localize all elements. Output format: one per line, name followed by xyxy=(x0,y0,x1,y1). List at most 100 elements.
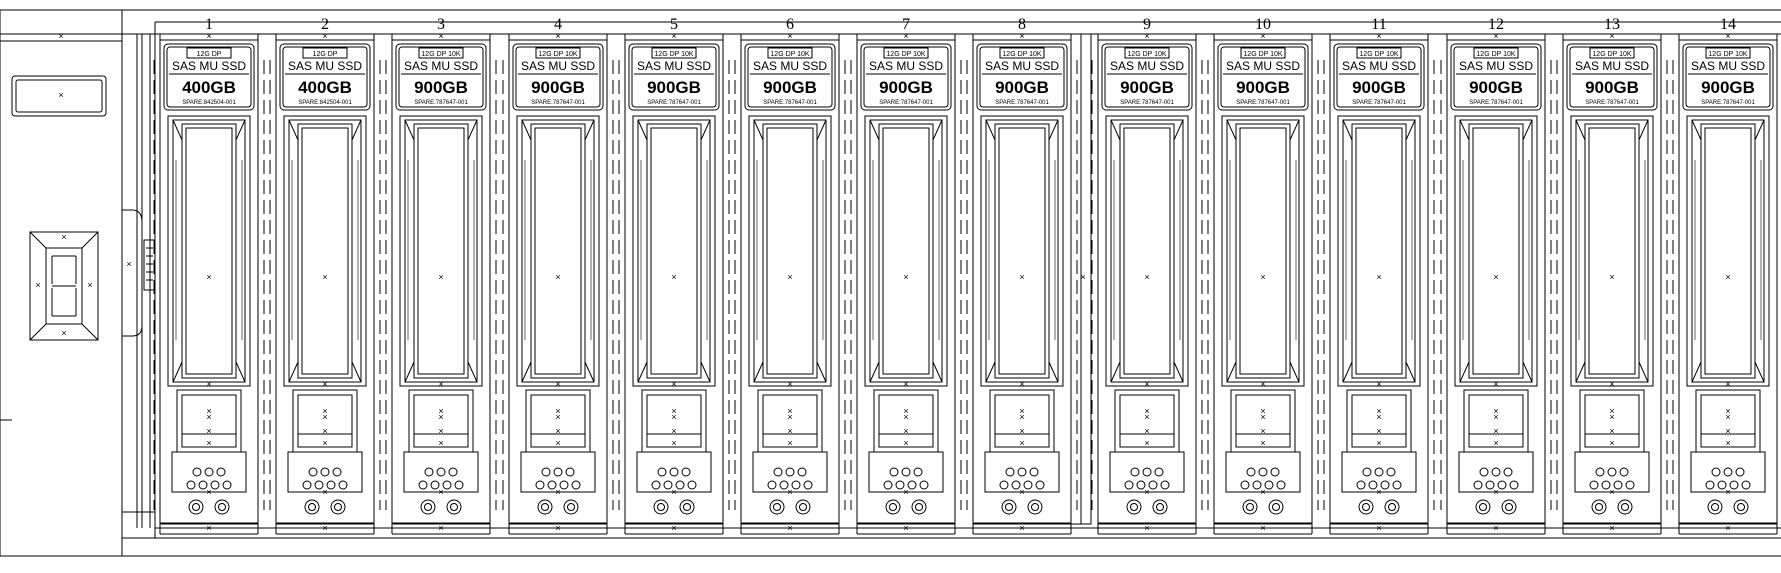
drive-carrier[interactable] xyxy=(1213,33,1313,525)
led-marker: × xyxy=(1376,426,1382,436)
thumb-screw[interactable] xyxy=(420,499,436,515)
drive-handle[interactable] xyxy=(1454,115,1538,387)
thumb-screw[interactable] xyxy=(1591,499,1607,515)
thumb-screw[interactable] xyxy=(1475,499,1491,515)
drive-carrier[interactable] xyxy=(856,33,956,525)
drive-handle[interactable] xyxy=(1570,115,1654,387)
drive-carrier[interactable] xyxy=(1329,33,1429,525)
drive-handle[interactable] xyxy=(1221,115,1305,387)
release-dimple xyxy=(1130,467,1140,477)
thumb-screw[interactable] xyxy=(304,499,320,515)
drive-handle[interactable] xyxy=(516,115,600,387)
thumb-screw[interactable] xyxy=(769,499,785,515)
thumb-screw-center xyxy=(1388,503,1396,511)
thumb-screw[interactable] xyxy=(214,499,230,515)
thumb-screw-center xyxy=(308,503,316,511)
drive-carrier[interactable] xyxy=(159,33,259,525)
thumb-screw[interactable] xyxy=(1001,499,1017,515)
drive-carrier[interactable] xyxy=(508,33,608,525)
cage-latch-button[interactable] xyxy=(143,239,156,291)
thumb-screw[interactable] xyxy=(537,499,553,515)
drive-window xyxy=(1119,123,1175,379)
thumb-screw[interactable] xyxy=(1707,499,1723,515)
release-dimple xyxy=(1503,467,1513,477)
drive-carrier[interactable] xyxy=(275,33,375,525)
drive-window xyxy=(994,123,1050,379)
drive-handle[interactable] xyxy=(399,115,483,387)
speed-box xyxy=(1589,47,1635,59)
release-dimple xyxy=(1741,480,1751,490)
thumb-screw[interactable] xyxy=(1733,499,1749,515)
release-dimple xyxy=(1368,480,1378,490)
handle-bevel xyxy=(1575,119,1649,383)
thumb-screw[interactable] xyxy=(330,499,346,515)
drive-carrier[interactable] xyxy=(740,33,840,525)
drive-window-inner xyxy=(1472,127,1520,375)
thumb-screw[interactable] xyxy=(653,499,669,515)
drive-handle[interactable] xyxy=(1105,115,1189,387)
drive-label-inner xyxy=(863,46,949,108)
drive-handle[interactable] xyxy=(283,115,367,387)
thumb-screw[interactable] xyxy=(1384,499,1400,515)
drive-handle[interactable] xyxy=(864,115,948,387)
drive-handle[interactable] xyxy=(632,115,716,387)
thumb-screw-center xyxy=(1737,503,1745,511)
thumb-screw[interactable] xyxy=(1126,499,1142,515)
drive-carrier[interactable] xyxy=(624,33,724,525)
thumb-screw-center xyxy=(334,503,342,511)
thumb-screw[interactable] xyxy=(188,499,204,515)
thumb-screw[interactable] xyxy=(795,499,811,515)
thumb-screw[interactable] xyxy=(679,499,695,515)
drive-carrier[interactable] xyxy=(391,33,491,525)
thumb-screw[interactable] xyxy=(1501,499,1517,515)
thumb-screw[interactable] xyxy=(1617,499,1633,515)
window-marker: × xyxy=(555,272,561,282)
window-marker: × xyxy=(903,272,909,282)
thumb-screw[interactable] xyxy=(1152,499,1168,515)
thumb-screw[interactable] xyxy=(911,499,927,515)
release-dimple xyxy=(1613,480,1623,490)
thumb-screw[interactable] xyxy=(1268,499,1284,515)
drive-handle[interactable] xyxy=(167,115,251,387)
drive-carrier[interactable] xyxy=(972,33,1072,525)
thumb-screw[interactable] xyxy=(885,499,901,515)
drive-handle[interactable] xyxy=(1686,115,1770,387)
drive-carrier[interactable] xyxy=(1562,33,1662,525)
thumb-screw[interactable] xyxy=(563,499,579,515)
drive-handle[interactable] xyxy=(1337,115,1421,387)
release-dimple xyxy=(1717,480,1727,490)
drive-handle-inner xyxy=(869,119,943,383)
drive-handle[interactable] xyxy=(980,115,1064,387)
thumb-screw[interactable] xyxy=(1358,499,1374,515)
drive-carrier[interactable] xyxy=(1678,33,1778,525)
handle-rib xyxy=(640,160,708,340)
drive-handle[interactable] xyxy=(748,115,832,387)
bay-number: 8 xyxy=(1018,16,1026,33)
thumb-screw[interactable] xyxy=(1242,499,1258,515)
speed-box xyxy=(999,47,1045,59)
drive-carrier[interactable] xyxy=(1446,33,1546,525)
carrier-marker: × xyxy=(1725,31,1731,41)
window-marker: × xyxy=(1260,272,1266,282)
thumb-screw[interactable] xyxy=(446,499,462,515)
led-marker: × xyxy=(1609,406,1615,416)
thumb-screw[interactable] xyxy=(1027,499,1043,515)
drive-carrier[interactable] xyxy=(1097,33,1197,525)
drive-label xyxy=(163,43,255,111)
frame-marker: × xyxy=(58,31,64,41)
led-marker: × xyxy=(1376,379,1382,389)
